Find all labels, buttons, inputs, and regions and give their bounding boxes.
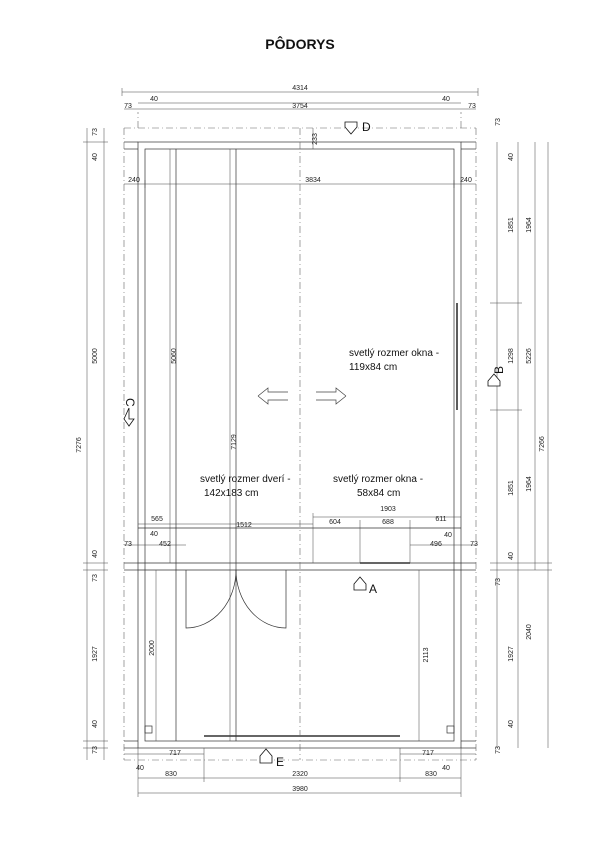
dim-73-right-mid: 73 — [495, 578, 502, 586]
dim-452: 452 — [159, 541, 171, 548]
dim-5226: 5226 — [526, 348, 533, 364]
dim-7129: 7129 — [231, 434, 238, 450]
dim-40-bot-left: 40 — [136, 765, 144, 772]
dim-40-right-bot: 40 — [508, 720, 515, 728]
dim-2040: 2040 — [526, 624, 533, 640]
dim-717-left: 717 — [169, 750, 181, 757]
dim-688: 688 — [382, 519, 394, 526]
dim-1851-top: 1851 — [508, 217, 515, 233]
direction-arrows — [257, 387, 347, 405]
window-a-note-line1: svetlý rozmer okna - — [333, 474, 423, 485]
door-right-leaf — [235, 569, 287, 629]
dim-233: 233 — [312, 133, 319, 145]
window-b-note-line1: svetlý rozmer okna - — [349, 348, 439, 359]
dim-40-left-mid: 40 — [92, 550, 99, 558]
section-a-label: A — [369, 582, 377, 596]
dim-40-top-right: 40 — [442, 96, 450, 103]
dim-40-right-top: 40 — [508, 153, 515, 161]
dim-1298: 1298 — [508, 348, 515, 364]
dim-565: 565 — [151, 516, 163, 523]
dim-73-mid-left: 73 — [124, 541, 132, 548]
dim-5060: 5060 — [171, 348, 178, 364]
dim-40-left-top: 40 — [92, 153, 99, 161]
dim-1903: 1903 — [380, 506, 396, 513]
dim-40-mid-left: 40 — [150, 531, 158, 538]
dim-73-right-bot: 73 — [495, 746, 502, 754]
dim-73-top-right: 73 — [468, 103, 476, 110]
dim-4314: 4314 — [292, 85, 308, 92]
section-c-arrow-icon — [123, 407, 135, 427]
dim-40-mid-right: 40 — [444, 532, 452, 539]
dim-73-right-top: 73 — [495, 118, 502, 126]
section-d-arrow-icon — [344, 121, 358, 135]
dim-240-right: 240 — [460, 177, 472, 184]
dim-3754: 3754 — [292, 103, 308, 110]
dim-40-bot-right: 40 — [442, 765, 450, 772]
dim-40-top-left: 40 — [150, 96, 158, 103]
dim-1512: 1512 — [236, 522, 252, 529]
dim-1964-bot: 1964 — [526, 476, 533, 492]
section-e-arrow-icon — [259, 748, 273, 764]
section-b-arrow-icon — [487, 373, 501, 387]
page-title: PÔDORYS — [265, 36, 335, 52]
door-note-line2: 142x183 cm — [204, 488, 258, 499]
dim-717-right: 717 — [422, 750, 434, 757]
outer-wall — [137, 141, 462, 749]
dim-3834: 3834 — [305, 177, 321, 184]
dim-2000: 2000 — [149, 640, 156, 656]
window-a-note-line2: 58x84 cm — [357, 488, 400, 499]
dim-5000: 5000 — [92, 348, 99, 364]
dim-2113: 2113 — [423, 647, 430, 662]
dim-73-mid-right: 73 — [470, 541, 478, 548]
window-b-note-line2: 119x84 cm — [349, 362, 397, 373]
section-b-label: B — [492, 366, 506, 374]
dim-830-left: 830 — [165, 771, 177, 778]
section-a-arrow-icon — [353, 576, 367, 591]
dim-240-left: 240 — [128, 177, 140, 184]
dim-40-right-mid: 40 — [508, 552, 515, 560]
dim-1851-bot: 1851 — [508, 480, 515, 496]
dim-7276: 7276 — [76, 437, 83, 453]
dim-496: 496 — [430, 541, 442, 548]
dim-73-left-bot: 73 — [92, 746, 99, 754]
dim-3980: 3980 — [292, 786, 308, 793]
door-left-leaf — [185, 569, 237, 629]
dim-2320: 2320 — [292, 771, 308, 778]
dim-73-left-top: 73 — [92, 128, 99, 136]
dim-1927-right: 1927 — [508, 646, 515, 662]
dim-40-left-bot: 40 — [92, 720, 99, 728]
section-d-label: D — [362, 120, 371, 134]
inner-wall — [144, 148, 455, 742]
dim-1964-top: 1964 — [526, 217, 533, 233]
dim-73-top-left: 73 — [124, 103, 132, 110]
door-note-line1: svetlý rozmer dverí - — [200, 474, 291, 485]
section-c-label: C — [123, 398, 137, 407]
dim-830-right: 830 — [425, 771, 437, 778]
dim-73-left-mid: 73 — [92, 574, 99, 582]
dim-1927-left: 1927 — [92, 646, 99, 662]
dim-7266: 7266 — [539, 436, 546, 452]
dim-611: 611 — [435, 516, 446, 523]
dim-604: 604 — [329, 519, 341, 526]
section-e-label: E — [276, 755, 284, 769]
